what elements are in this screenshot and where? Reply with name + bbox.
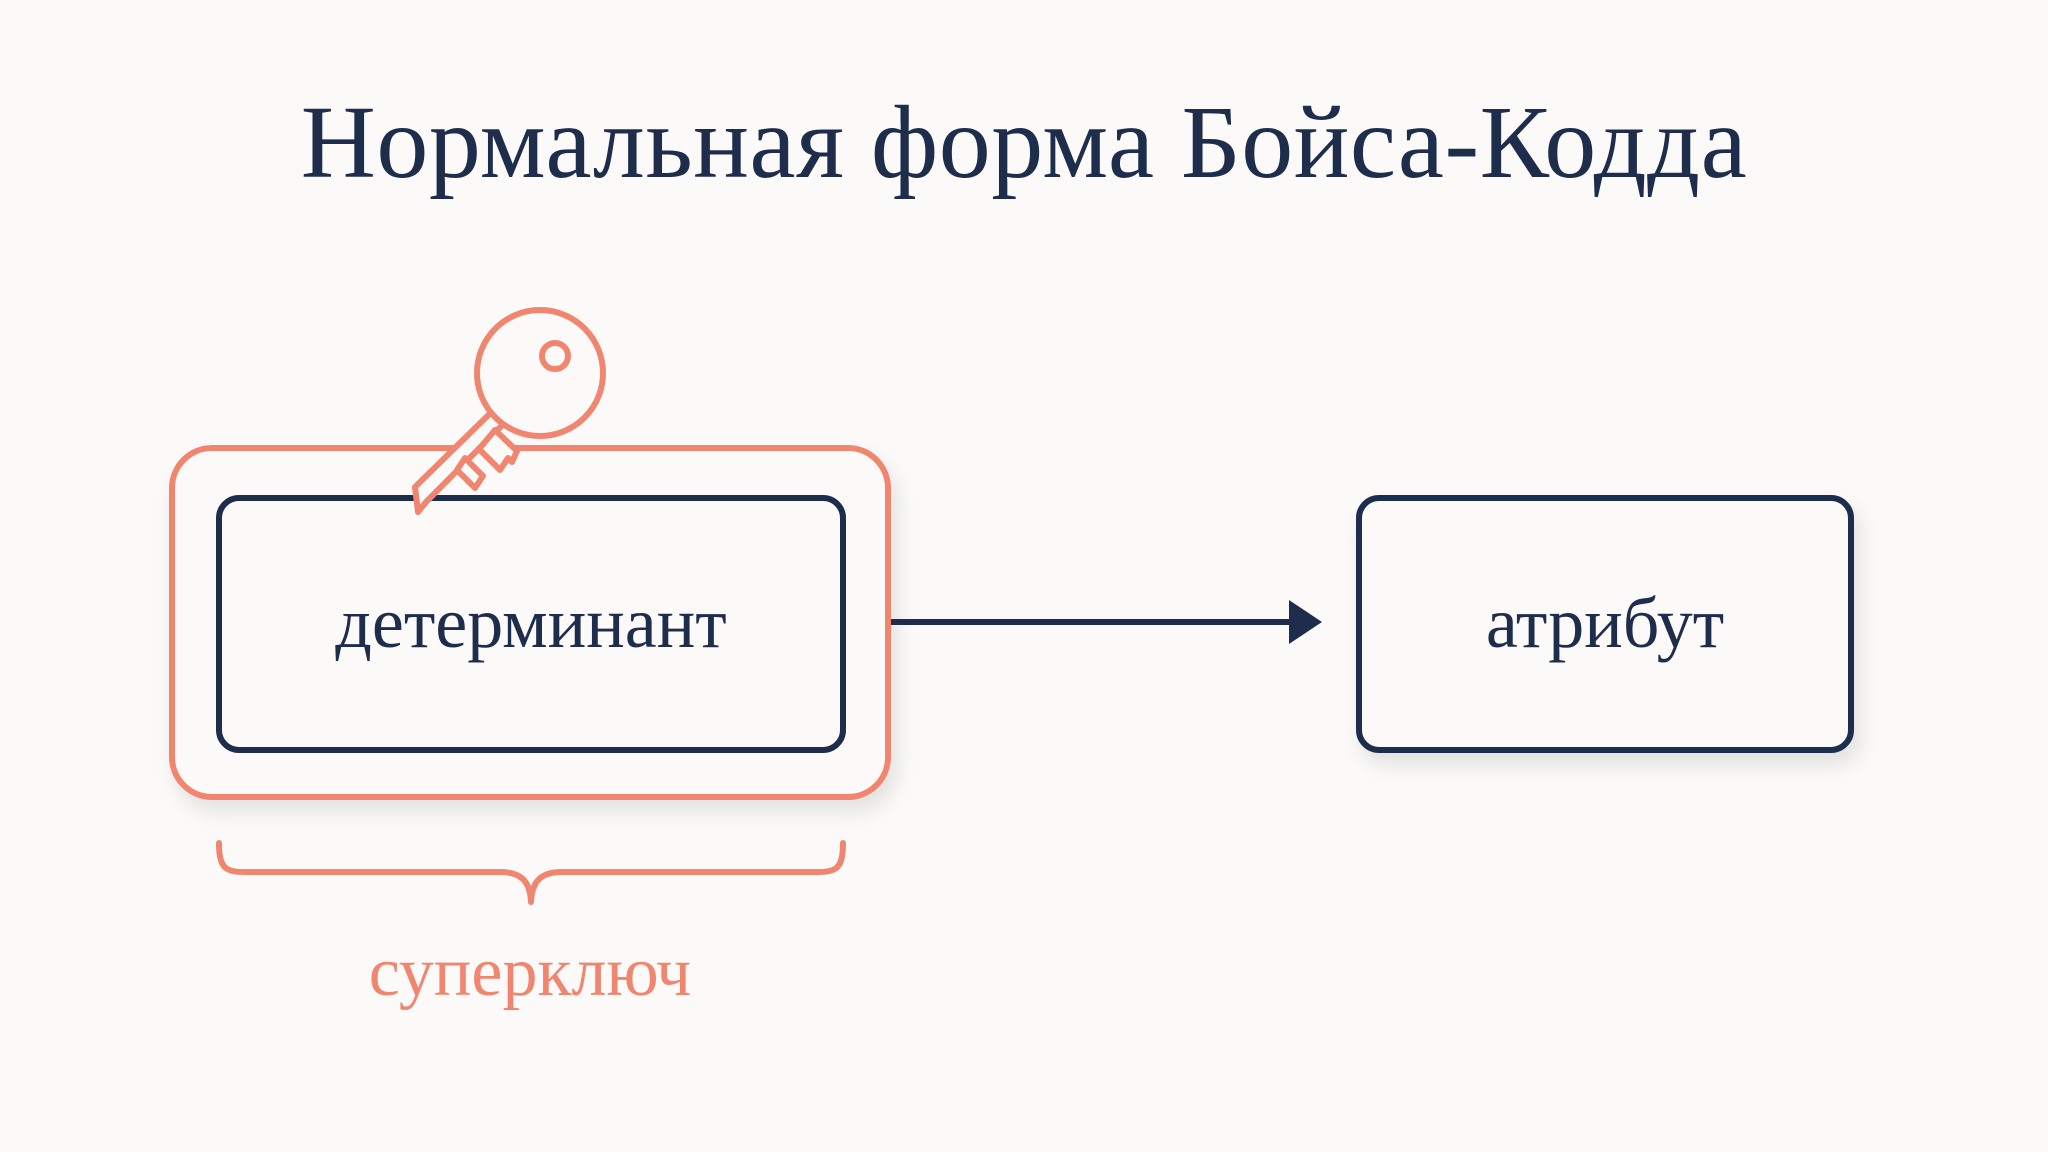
page-title: Нормальная форма Бойса-Кодда bbox=[300, 85, 1748, 200]
attribute-label: атрибут bbox=[1485, 583, 1725, 663]
arrow-right-icon bbox=[891, 600, 1322, 644]
determinant-label: детерминант bbox=[335, 583, 727, 663]
curly-brace bbox=[216, 840, 846, 905]
superkey-label: суперключ bbox=[368, 934, 692, 1011]
key-icon bbox=[412, 307, 606, 515]
attribute-box bbox=[1356, 495, 1854, 753]
determinant-box bbox=[216, 495, 846, 753]
